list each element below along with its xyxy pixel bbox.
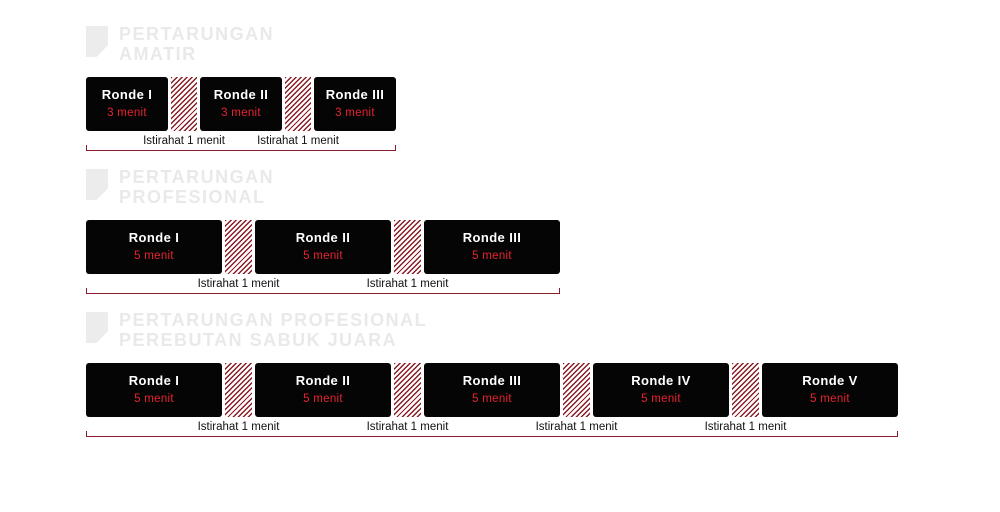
round-label: Ronde IV [631, 373, 691, 388]
round-box: Ronde I 3 menit [86, 77, 168, 131]
round-label: Ronde I [128, 230, 180, 245]
round-box: Ronde III 3 menit [314, 77, 396, 131]
rest-period [732, 363, 759, 417]
timeline-bracket [86, 145, 396, 151]
rest-period [285, 77, 311, 131]
round-duration: 5 menit [303, 250, 343, 262]
rest-label: Istirahat 1 menit [366, 421, 449, 433]
round-duration: 5 menit [641, 393, 681, 405]
rest-period [394, 363, 421, 417]
section-title: PERTARUNGAN PROFESIONAL [119, 167, 275, 207]
round-label: Ronde I [128, 373, 180, 388]
round-box: Ronde I 5 menit [86, 220, 222, 274]
rest-period [171, 77, 197, 131]
flag-icon [86, 26, 108, 57]
round-label: Ronde II [213, 87, 269, 102]
round-duration: 5 menit [134, 250, 174, 262]
round-duration: 3 menit [107, 107, 147, 119]
round-label: Ronde I [101, 87, 153, 102]
round-label: Ronde II [295, 230, 351, 245]
rest-label: Istirahat 1 menit [143, 135, 225, 147]
round-box: Ronde III 5 menit [424, 363, 560, 417]
round-label: Ronde III [325, 87, 385, 102]
rest-label: Istirahat 1 menit [257, 135, 339, 147]
round-box: Ronde V 5 menit [762, 363, 898, 417]
round-duration: 5 menit [303, 393, 343, 405]
round-duration: 5 menit [472, 393, 512, 405]
rest-label: Istirahat 1 menit [366, 278, 449, 290]
flag-icon [86, 169, 108, 200]
rest-period [225, 220, 252, 274]
round-box: Ronde II 5 menit [255, 363, 391, 417]
round-duration: 3 menit [221, 107, 261, 119]
round-label: Ronde II [295, 373, 351, 388]
round-label: Ronde III [462, 373, 522, 388]
round-label: Ronde III [462, 230, 522, 245]
rest-label: Istirahat 1 menit [535, 421, 618, 433]
round-duration: 5 menit [472, 250, 512, 262]
rest-period [563, 363, 590, 417]
timeline-bracket [86, 288, 560, 294]
round-duration: 5 menit [810, 393, 850, 405]
section-3: PERTARUNGAN PROFESIONAL PEREBUTAN SABUK … [0, 310, 1000, 457]
rest-period [225, 363, 252, 417]
round-box: Ronde III 5 menit [424, 220, 560, 274]
round-box: Ronde IV 5 menit [593, 363, 729, 417]
flag-icon [86, 312, 108, 343]
rest-period [394, 220, 421, 274]
round-duration: 5 menit [134, 393, 174, 405]
round-box: Ronde II 3 menit [200, 77, 282, 131]
section-title: PERTARUNGAN AMATIR [119, 24, 275, 64]
timeline-bracket [86, 431, 898, 437]
round-label: Ronde V [802, 373, 858, 388]
round-box: Ronde I 5 menit [86, 363, 222, 417]
rest-label: Istirahat 1 menit [197, 278, 280, 290]
round-duration: 3 menit [335, 107, 375, 119]
section-title: PERTARUNGAN PROFESIONAL PEREBUTAN SABUK … [119, 310, 428, 350]
rest-label: Istirahat 1 menit [197, 421, 280, 433]
round-box: Ronde II 5 menit [255, 220, 391, 274]
rest-label: Istirahat 1 menit [704, 421, 787, 433]
